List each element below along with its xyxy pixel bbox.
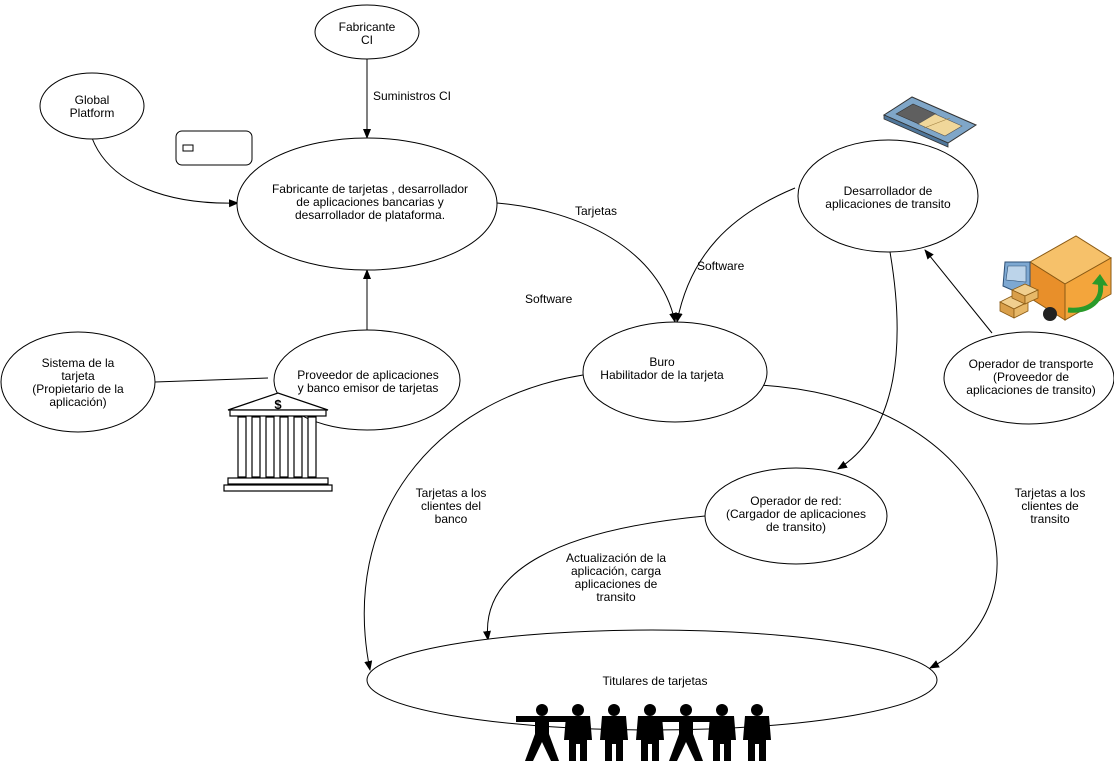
label-operador-red: Operador de red:(Cargador de aplicacione… (726, 494, 866, 534)
person-icon (660, 704, 712, 761)
edge-tarjetas-transito (759, 384, 998, 669)
node-fabricante-tarjetas (236, 137, 498, 271)
label-line: (Cargador de aplicaciones (726, 507, 866, 521)
label-software-right: Software (697, 259, 745, 273)
edge-software (674, 187, 796, 323)
person-icon (743, 704, 771, 761)
label-line: Habilitador de la tarjeta (600, 368, 724, 382)
label-line: CI (361, 33, 373, 47)
label-line: aplicación, carga (571, 564, 661, 578)
node-operador-red (704, 467, 888, 565)
label-line: transito (1030, 512, 1070, 526)
label-suministros-ci: Suministros CI (373, 89, 451, 103)
edge-global-platform (91, 137, 239, 208)
edge-operador-transporte (924, 249, 993, 334)
person-icon (564, 704, 592, 761)
person-icon (600, 704, 628, 761)
label-line: banco (435, 512, 468, 526)
label-line: Actualización de la (566, 551, 666, 565)
label-line: de transito) (766, 520, 826, 534)
node-buro (582, 321, 768, 423)
label-line: de aplicaciones bancarias y (296, 195, 443, 209)
label-line: Software (525, 292, 573, 306)
node-operador-transporte (943, 331, 1114, 425)
label-line: Tarjetas a los (416, 486, 487, 500)
person-icon (516, 704, 568, 761)
label-line: Tarjetas a los (1015, 486, 1086, 500)
label-line: Fabricante (339, 20, 396, 34)
label-line: Operador de transporte (969, 357, 1094, 371)
bank-icon: $ (223, 392, 333, 492)
label-line: transito (596, 590, 636, 604)
label-line: Global (75, 93, 110, 107)
node-desarrollador-transito (797, 139, 979, 253)
label-line: Titulares de tarjetas (603, 674, 708, 688)
node-fabricante-ci (314, 4, 420, 60)
label-line: Software (697, 259, 745, 273)
people-icon (516, 704, 771, 761)
label-line: Sistema de la (42, 356, 115, 370)
label-line: aplicaciones de transito (825, 197, 951, 211)
label-line: desarrollador de plataforma. (295, 208, 445, 222)
label-line: Operador de red: (750, 494, 841, 508)
label-line: Tarjetas (575, 204, 617, 218)
node-proveedor-aplicaciones (273, 329, 461, 431)
edge-sistema-proveedor (154, 377, 269, 383)
label-line: tarjeta (61, 369, 95, 383)
person-icon (708, 704, 736, 761)
label-line: Proveedor de aplicaciones (297, 368, 438, 382)
label-line: (Propietario de la (32, 382, 124, 396)
node-global-platform (39, 72, 145, 140)
edge-tarjetas-banco (363, 374, 584, 671)
label-line: y banco emisor de tarjetas (298, 381, 439, 395)
label-line: Desarrollador de (844, 184, 933, 198)
label-line: aplicación) (49, 395, 106, 409)
label-line: (Proveedor de (993, 370, 1069, 384)
smart-card-icon (175, 130, 253, 166)
node-sistema-tarjeta (0, 331, 156, 433)
edge-tarjetas (496, 202, 678, 323)
label-line: clientes del (421, 499, 481, 513)
edge-desarrollador-operador-red (837, 251, 898, 470)
label-tarjetas: Tarjetas (575, 204, 617, 218)
label-software-left: Software (525, 292, 573, 306)
label-titulares: Titulares de tarjetas (603, 674, 708, 688)
label-line: Buro (649, 355, 675, 369)
person-icon (636, 704, 664, 761)
delivery-truck-icon (999, 235, 1112, 321)
label-line: aplicaciones de (575, 577, 658, 591)
svg-text:$: $ (274, 397, 282, 412)
chip-card-icon (882, 96, 978, 148)
label-line: clientes de (1021, 499, 1079, 513)
label-line: Suministros CI (373, 89, 451, 103)
edge-actualizacion (483, 515, 706, 641)
label-line: aplicaciones de transito) (966, 383, 1095, 397)
label-line: Fabricante de tarjetas , desarrollador (272, 182, 468, 196)
label-line: Platform (70, 106, 115, 120)
